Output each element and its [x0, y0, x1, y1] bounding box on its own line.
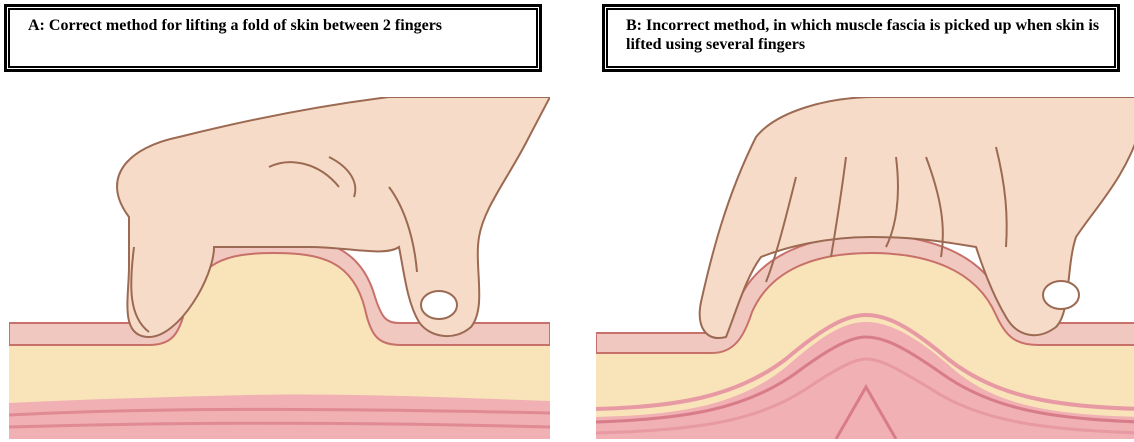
thumb-nail	[421, 291, 457, 319]
caption-a: A: Correct method for lifting a fold of …	[8, 8, 538, 68]
muscle-layer	[9, 394, 550, 439]
illustration-incorrect-method	[596, 97, 1134, 439]
illustration-correct-method	[9, 97, 550, 439]
thumb-nail	[1043, 281, 1079, 309]
caption-b: B: Incorrect method, in which muscle fas…	[606, 8, 1116, 68]
